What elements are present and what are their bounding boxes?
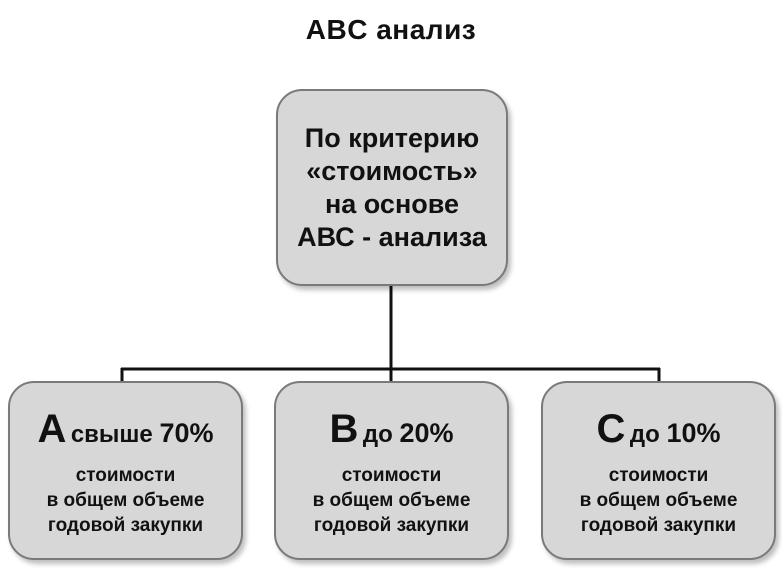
criterion-line: на основе (324, 188, 460, 219)
group-letter: С (596, 406, 626, 451)
group-description: стоимости в общем объеме годовой закупки (47, 463, 205, 538)
group-a-box: А свыше 70% стоимости в общем объеме год… (8, 381, 243, 560)
description-line: годовой закупки (47, 514, 204, 536)
description-line: стоимости (608, 464, 709, 486)
description-line: в общем объеме (46, 489, 205, 511)
group-a-heading: А свыше 70% (37, 408, 213, 459)
description-line: в общем объеме (579, 489, 738, 511)
group-description: стоимости в общем объеме годовой закупки (580, 463, 738, 538)
group-c-box: С до 10% стоимости в общем объеме годово… (541, 381, 776, 560)
description-line: годовой закупки (313, 514, 470, 536)
description-line: в общем объеме (312, 489, 471, 511)
criterion-line: «стоимость» (306, 155, 478, 186)
group-value: 70% (159, 417, 214, 448)
diagram-title: ABC анализ (305, 14, 477, 45)
group-letter: В (329, 406, 359, 451)
description-line: стоимости (341, 464, 442, 486)
criterion-line: АВС - анализа (297, 221, 487, 252)
group-letter: А (37, 406, 67, 451)
description-line: стоимости (75, 464, 176, 486)
group-description: стоимости в общем объеме годовой закупки (313, 463, 471, 538)
criterion-line: По критерию (304, 122, 480, 153)
group-c-heading: С до 10% (597, 408, 721, 459)
group-condition: до (362, 420, 393, 448)
group-b-heading: В до 20% (330, 408, 454, 459)
group-condition: свыше (70, 420, 153, 448)
group-value: 10% (666, 417, 721, 448)
criterion-box: По критерию «стоимость» на основе АВС - … (276, 89, 508, 286)
group-condition: до (629, 420, 660, 448)
description-line: годовой закупки (580, 514, 737, 536)
group-value: 20% (399, 417, 454, 448)
group-b-box: В до 20% стоимости в общем объеме годово… (274, 381, 509, 560)
